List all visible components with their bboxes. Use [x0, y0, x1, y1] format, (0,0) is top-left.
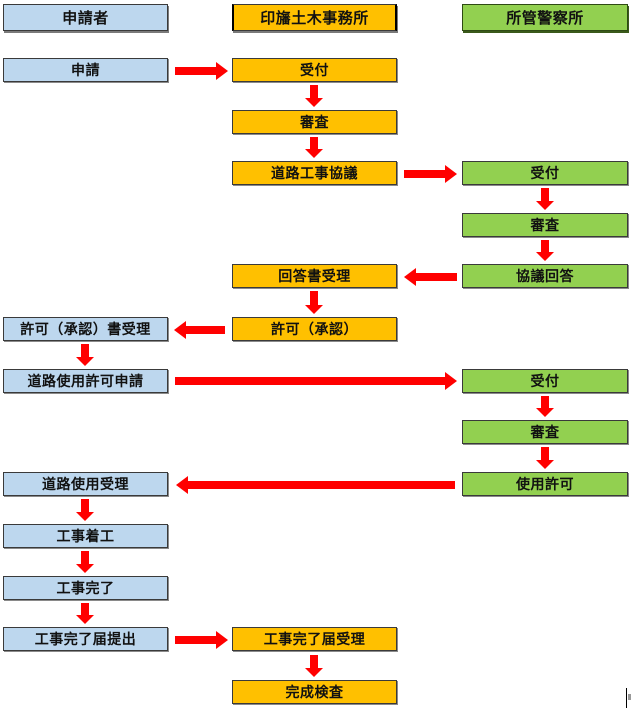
text-cursor: [626, 688, 627, 708]
step-completion-report-submit: 工事完了届提出: [3, 627, 168, 651]
lane-header-civil-office: 印旛土木事務所: [232, 4, 397, 31]
lane-header-applicant: 申請者: [3, 4, 168, 31]
arrow-start-to-complete: [76, 551, 94, 573]
step-road-work-consultation: 道路工事協議: [232, 161, 397, 185]
step-construction-complete: 工事完了: [3, 576, 168, 600]
step-reply-receipt: 回答書受理: [232, 264, 397, 288]
arrow-permit-to-applicant: [174, 321, 225, 339]
step-completion-inspection: 完成検査: [232, 680, 397, 704]
step-police-reception-1: 受付: [462, 161, 628, 185]
arrow-reply-to-office: [404, 268, 457, 286]
step-road-use-receipt: 道路使用受理: [3, 472, 168, 496]
arrow-completion-report-to-office: [175, 631, 228, 649]
step-road-use-application: 道路使用許可申請: [3, 369, 168, 393]
step-application: 申請: [3, 58, 168, 82]
arrow-police-reception-to-review-2: [536, 396, 554, 417]
arrow-road-use-to-police: [175, 372, 457, 390]
step-permit-receipt: 許可（承認）書受理: [3, 317, 168, 341]
step-permit-approval: 許可（承認）: [232, 317, 397, 341]
step-office-review: 審査: [232, 110, 397, 134]
step-construction-start: 工事着工: [3, 524, 168, 548]
arrow-reply-to-permit: [305, 291, 323, 314]
step-police-reception-2: 受付: [462, 369, 628, 393]
resize-handle: [628, 694, 631, 700]
arrow-reception-to-review: [305, 85, 323, 107]
step-completion-report-receipt: 工事完了届受理: [232, 627, 397, 651]
arrow-consultation-to-police: [404, 165, 457, 183]
arrow-police-review-to-permit: [536, 447, 554, 469]
arrow-use-permit-to-applicant: [176, 476, 455, 494]
step-police-review-2: 審査: [462, 420, 628, 444]
step-use-permit: 使用許可: [462, 472, 628, 496]
step-consultation-reply: 協議回答: [462, 264, 628, 288]
lane-header-police: 所管警察所: [462, 4, 628, 31]
arrow-application-to-reception: [175, 62, 228, 80]
arrow-police-reception-to-review-1: [536, 188, 554, 210]
arrow-review-to-consultation: [305, 137, 323, 158]
arrow-complete-to-report: [76, 603, 94, 624]
step-police-review-1: 審査: [462, 213, 628, 237]
arrow-road-use-receipt-to-start: [76, 499, 94, 521]
arrow-completion-receipt-to-inspection: [305, 655, 323, 677]
step-office-reception: 受付: [232, 58, 397, 82]
arrow-permit-receipt-to-road-use: [76, 344, 94, 366]
arrow-police-review-to-reply: [536, 240, 554, 261]
